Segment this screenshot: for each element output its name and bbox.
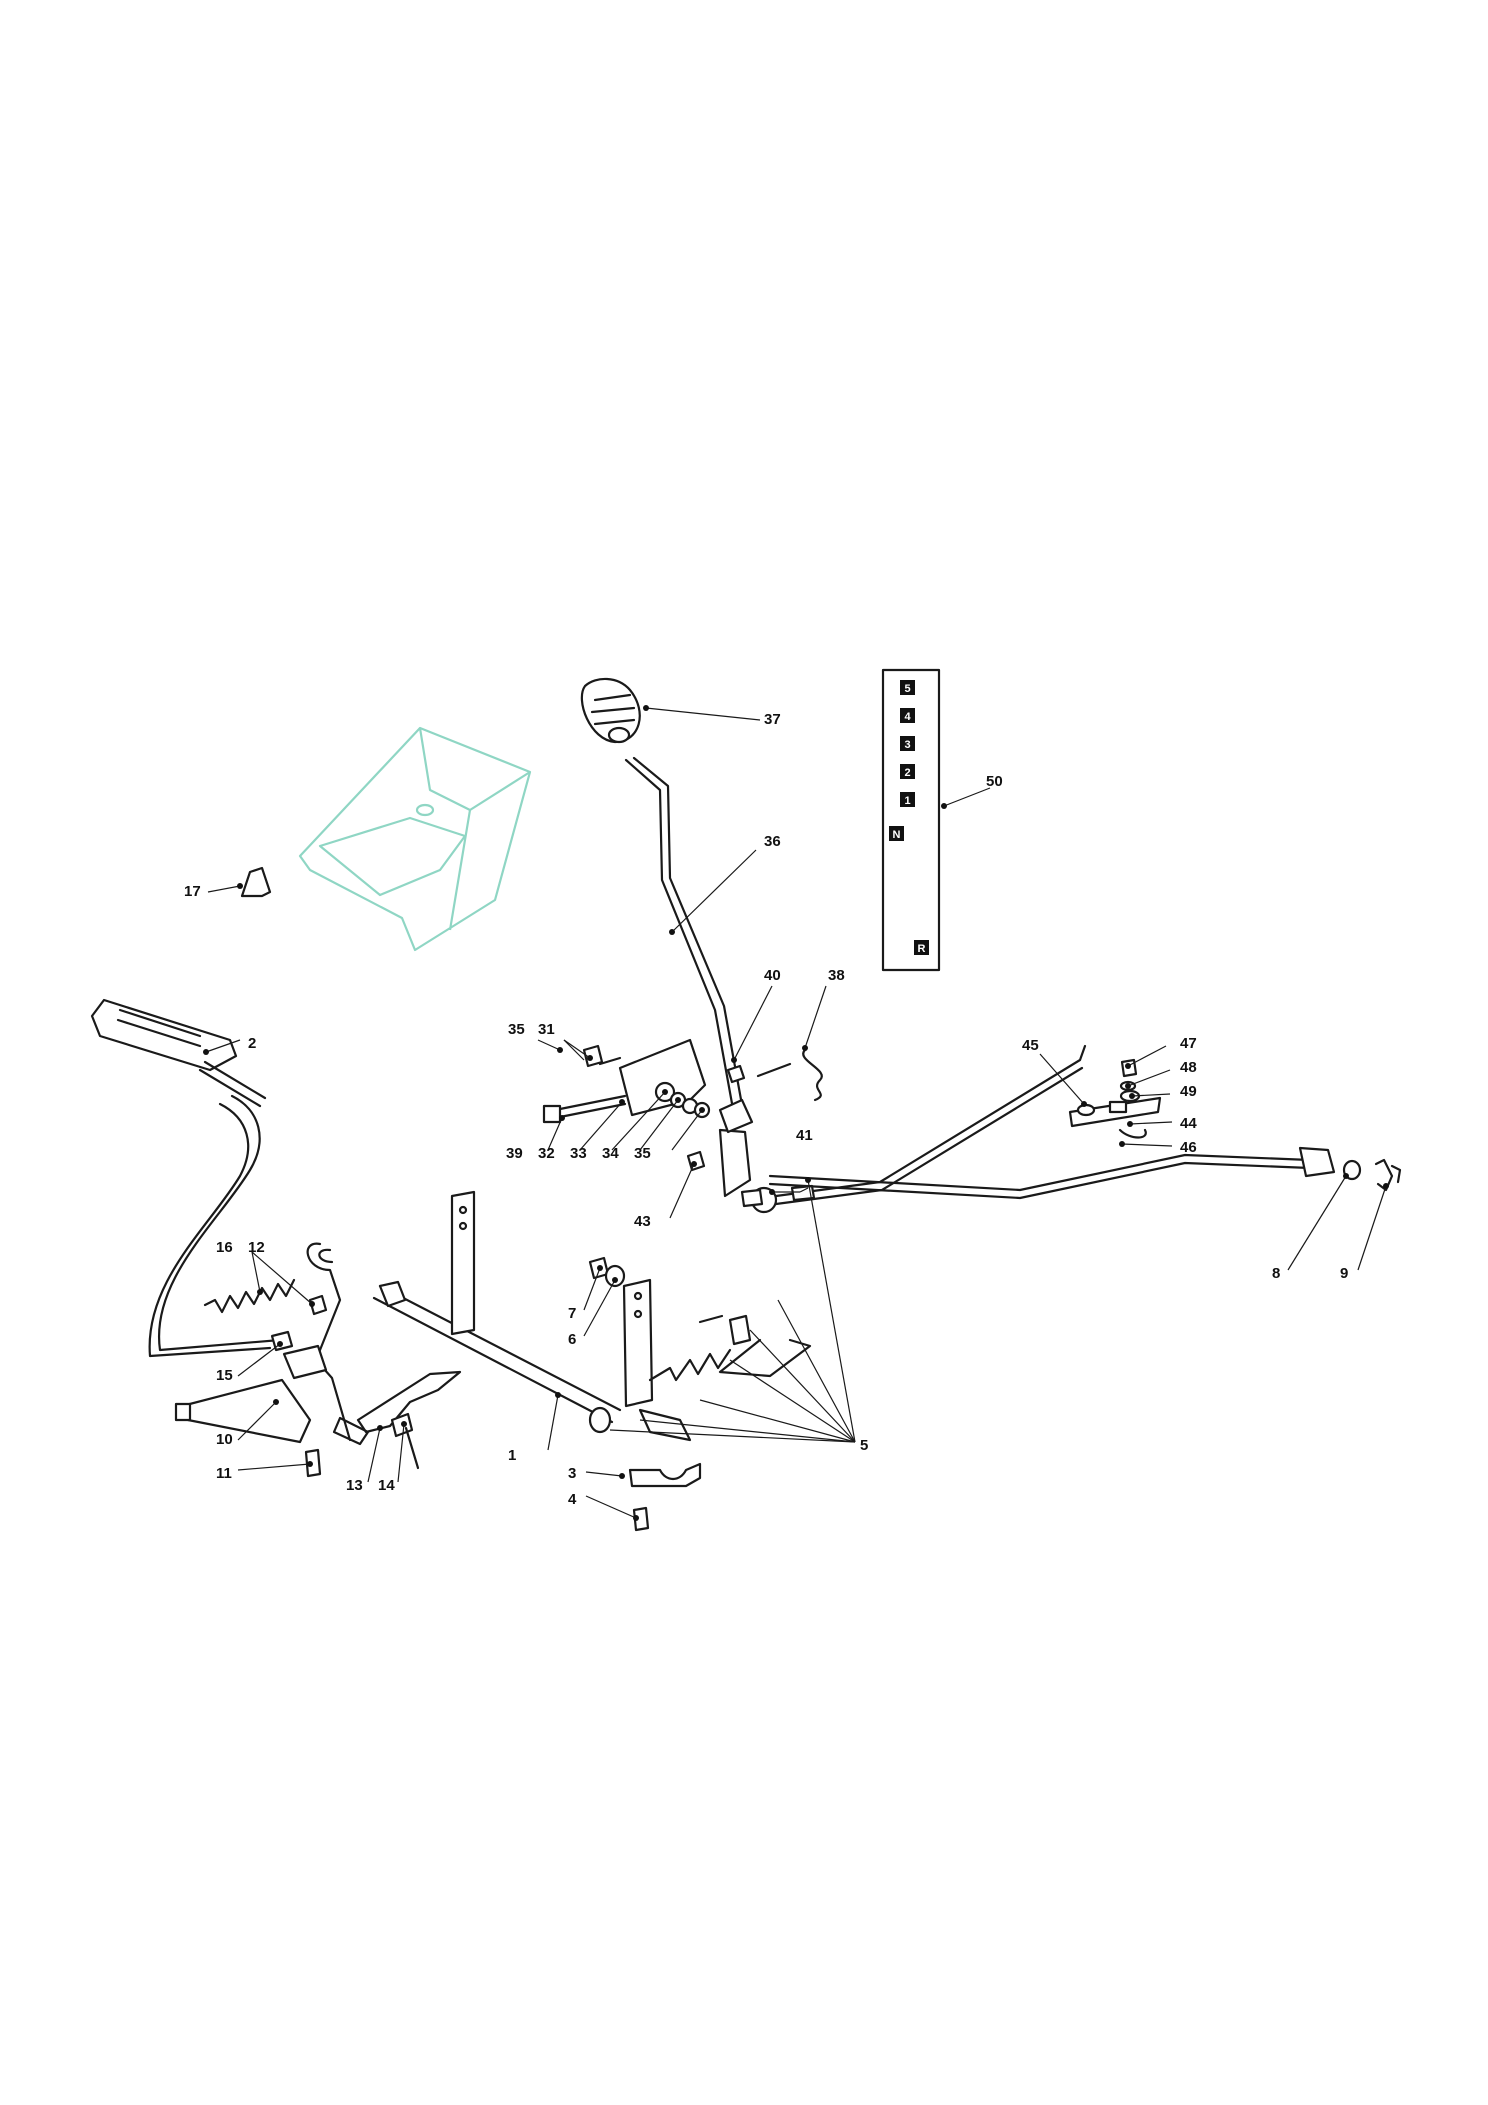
gear-2: 2 <box>904 767 910 779</box>
callout-8: 8 <box>1272 1265 1280 1282</box>
reference-body-panel <box>298 726 532 952</box>
callout-5: 5 <box>860 1437 868 1454</box>
clip-part <box>240 866 272 898</box>
callout-14: 14 <box>378 1477 395 1494</box>
callout-50: 50 <box>986 773 1003 790</box>
gear-1: 1 <box>904 795 910 807</box>
callout-43: 43 <box>634 1213 651 1230</box>
callout-37: 37 <box>764 711 781 728</box>
callout-7: 7 <box>568 1305 576 1322</box>
gear-3: 3 <box>904 739 910 751</box>
shaft-clamp <box>628 1462 702 1532</box>
callout-44: 44 <box>1180 1115 1197 1132</box>
callout-11: 11 <box>216 1465 232 1482</box>
callout-12: 12 <box>248 1239 265 1256</box>
gear-lever <box>580 677 752 1198</box>
gear-position-markers: 5 4 3 2 1 N R <box>889 680 929 955</box>
callout-15: 15 <box>216 1367 233 1384</box>
callout-39: 39 <box>506 1145 523 1162</box>
callout-1: 1 <box>508 1447 516 1464</box>
callout-35-bottom: 35 <box>634 1145 651 1162</box>
gear-5: 5 <box>904 683 910 695</box>
callout-4: 4 <box>568 1491 577 1508</box>
rod-plate <box>1068 1058 1162 1139</box>
callout-34: 34 <box>602 1145 619 1162</box>
callout-31: 31 <box>538 1021 555 1038</box>
pedal-brackets <box>174 1242 462 1478</box>
gear-neutral: N <box>893 829 901 841</box>
callout-40: 40 <box>764 967 781 984</box>
main-cross-shaft <box>372 1190 692 1442</box>
callout-46: 46 <box>1180 1139 1197 1156</box>
callout-49: 49 <box>1180 1083 1197 1100</box>
callout-41: 41 <box>796 1127 813 1144</box>
callout-labels: 1 2 3 4 5 6 7 8 9 10 11 12 13 14 15 16 1… <box>184 711 1348 1508</box>
callout-6: 6 <box>568 1331 576 1348</box>
leader-lines <box>203 705 1389 1521</box>
callout-16: 16 <box>216 1239 233 1256</box>
control-rod <box>768 1146 1402 1200</box>
tension-spring <box>203 1278 296 1314</box>
callout-33: 33 <box>570 1145 587 1162</box>
callout-35-top: 35 <box>508 1021 525 1038</box>
callout-10: 10 <box>216 1431 233 1448</box>
brake-pedal <box>90 998 282 1358</box>
callout-45: 45 <box>1022 1037 1039 1054</box>
callout-2: 2 <box>248 1035 256 1052</box>
callout-32: 32 <box>538 1145 555 1162</box>
callout-47: 47 <box>1180 1035 1197 1052</box>
callout-13: 13 <box>346 1477 363 1494</box>
callout-9: 9 <box>1340 1265 1348 1282</box>
gear-reverse: R <box>918 943 926 955</box>
gear-4: 4 <box>904 711 911 723</box>
callout-3: 3 <box>568 1465 576 1482</box>
callout-38: 38 <box>828 967 845 984</box>
callout-36: 36 <box>764 833 781 850</box>
callout-48: 48 <box>1180 1059 1197 1076</box>
callout-17: 17 <box>184 883 201 900</box>
brake-rod-assembly <box>648 1314 812 1382</box>
